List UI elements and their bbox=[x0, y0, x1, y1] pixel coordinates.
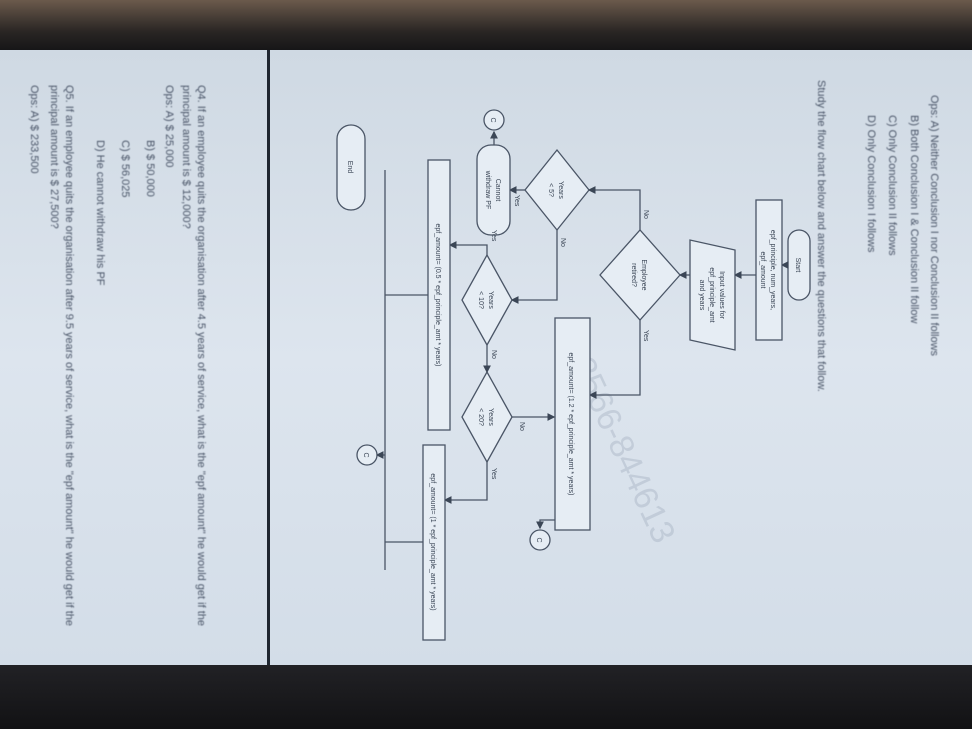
cannot-withdraw-terminal: Cannot withdraw PF bbox=[476, 144, 511, 236]
connector-c-3: C bbox=[356, 444, 378, 466]
svg-text:Yes: Yes bbox=[490, 468, 497, 480]
start-terminal: Start bbox=[787, 229, 811, 301]
svg-text:< 10?: < 10? bbox=[477, 291, 484, 309]
svg-text:epf_principle_amt: epf_principle_amt bbox=[708, 267, 715, 322]
decision-years-lt-10: Years < 10? bbox=[461, 253, 513, 347]
process-epf-1-2: epf_amount= (1.2 * epf_principle_amt * y… bbox=[554, 317, 591, 531]
process-epf-1-0: epf_amount= (1 * epf_principle_amt * yea… bbox=[422, 444, 446, 641]
end-terminal: End bbox=[336, 124, 366, 211]
svg-text:epf_principle, num_years,: epf_principle, num_years, bbox=[769, 230, 776, 310]
q4-text-cont: principal amount is $ 12,000? bbox=[180, 85, 192, 229]
svg-text:< 5?: < 5? bbox=[547, 183, 554, 197]
svg-text:Years: Years bbox=[487, 408, 494, 426]
svg-text:End: End bbox=[346, 161, 353, 174]
svg-text:Yes: Yes bbox=[513, 195, 520, 207]
decision-employee-retired: Employee retired? bbox=[599, 229, 681, 321]
svg-text:No: No bbox=[490, 350, 497, 359]
svg-text:C: C bbox=[489, 117, 496, 122]
connector-c-2: C bbox=[483, 109, 505, 131]
connector-c-1: C bbox=[529, 529, 551, 551]
q4-option-a[interactable]: Ops: A) $ 25,000 bbox=[163, 85, 175, 168]
process-epf-0-5: epf_amount= (0.5 * epf_principle_amt * y… bbox=[427, 159, 451, 431]
svg-text:C: C bbox=[362, 452, 369, 457]
svg-text:< 20?: < 20? bbox=[477, 408, 484, 426]
monitor-bezel-bottom bbox=[0, 662, 972, 729]
svg-text:Cannot: Cannot bbox=[494, 179, 501, 202]
svg-text:No: No bbox=[559, 238, 566, 247]
flowchart: Start epf_principle, num_years, epf_amou… bbox=[336, 109, 811, 641]
svg-text:Years: Years bbox=[557, 181, 564, 199]
q5-text: Q5. If an employee quits the organisatio… bbox=[63, 85, 75, 627]
svg-text:Input values for: Input values for bbox=[718, 271, 725, 320]
svg-text:epf_amount= (1 * epf_principle: epf_amount= (1 * epf_principle_amt * yea… bbox=[429, 473, 436, 610]
q4-option-c[interactable]: C) $ 56,025 bbox=[119, 140, 131, 198]
svg-text:Yes: Yes bbox=[642, 330, 649, 342]
monitor-bezel-top bbox=[0, 0, 972, 52]
page-divider bbox=[267, 50, 270, 665]
svg-text:epf_amount: epf_amount bbox=[759, 252, 766, 289]
svg-text:Yes: Yes bbox=[490, 230, 497, 242]
svg-text:retired?: retired? bbox=[630, 263, 637, 287]
svg-text:and years: and years bbox=[698, 280, 705, 311]
decision-years-lt-5: Years < 5? bbox=[524, 148, 590, 232]
svg-text:epf_amount= (0.5 * epf_princip: epf_amount= (0.5 * epf_principle_amt * y… bbox=[434, 224, 441, 367]
q5-option-a[interactable]: Ops: A) $ 233,500 bbox=[28, 85, 40, 174]
q4-option-d[interactable]: D) He cannot withdraw his PF bbox=[94, 140, 106, 286]
q4-option-b[interactable]: B) $ 50,000 bbox=[144, 140, 156, 197]
input-parallelogram: Input values for epf_principle_amt and y… bbox=[689, 239, 736, 351]
svg-text:No: No bbox=[518, 422, 525, 431]
decision-years-lt-20: Years < 20? bbox=[461, 370, 513, 464]
declare-box: epf_principle, num_years, epf_amount bbox=[755, 199, 783, 341]
svg-text:Years: Years bbox=[487, 291, 494, 309]
q5-text-cont: principal amount is $ 27,500? bbox=[48, 85, 60, 229]
q4-text: Q4. If an employee quits the organisatio… bbox=[195, 85, 207, 627]
svg-text:Start: Start bbox=[794, 258, 801, 273]
svg-text:epf_amount= (1.2 * epf_princip: epf_amount= (1.2 * epf_principle_amt * y… bbox=[567, 353, 574, 496]
exam-page[interactable]: Ops: A) Neither Conclusion I nor Conclus… bbox=[0, 50, 972, 665]
svg-text:No: No bbox=[642, 210, 649, 219]
svg-text:C: C bbox=[535, 537, 542, 542]
svg-text:Employee: Employee bbox=[640, 259, 647, 290]
svg-text:withdraw PF: withdraw PF bbox=[484, 170, 491, 210]
